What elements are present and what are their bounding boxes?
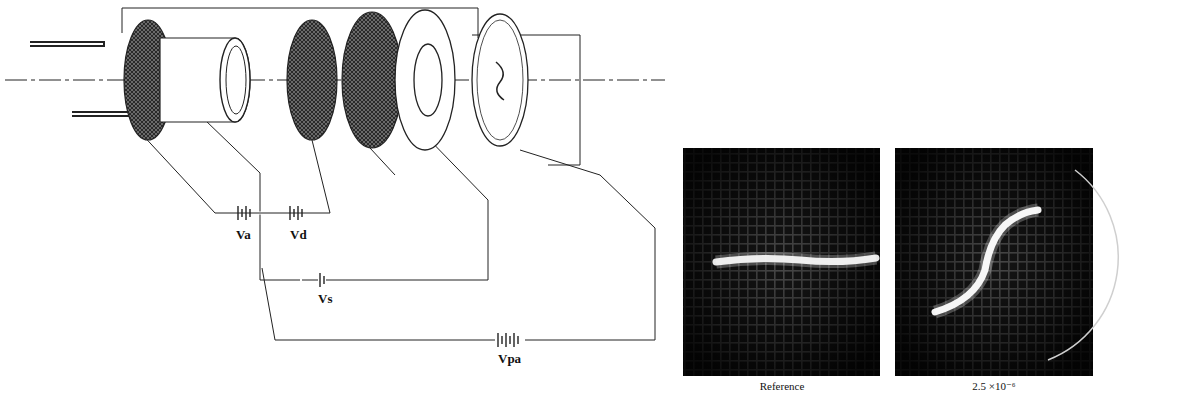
wires [122,8,655,340]
annular-electrode [395,10,455,150]
battery-symbols [238,206,518,347]
grid-disk [287,20,337,140]
photo-caption: 2.5 ×10⁻⁶ [972,381,1015,392]
deflected-photo [895,148,1118,376]
focusing-cylinder [160,38,250,122]
screen-disk [472,14,528,146]
reference-photo [683,148,880,376]
voltage-label: Vs [318,292,332,305]
photo-caption: Reference [760,381,805,392]
battery-gaps [253,212,287,215]
voltage-label: Vd [290,228,307,241]
voltage-label: Vpa [498,352,521,365]
grid-disk [342,12,402,148]
voltage-label: Va [236,228,251,241]
